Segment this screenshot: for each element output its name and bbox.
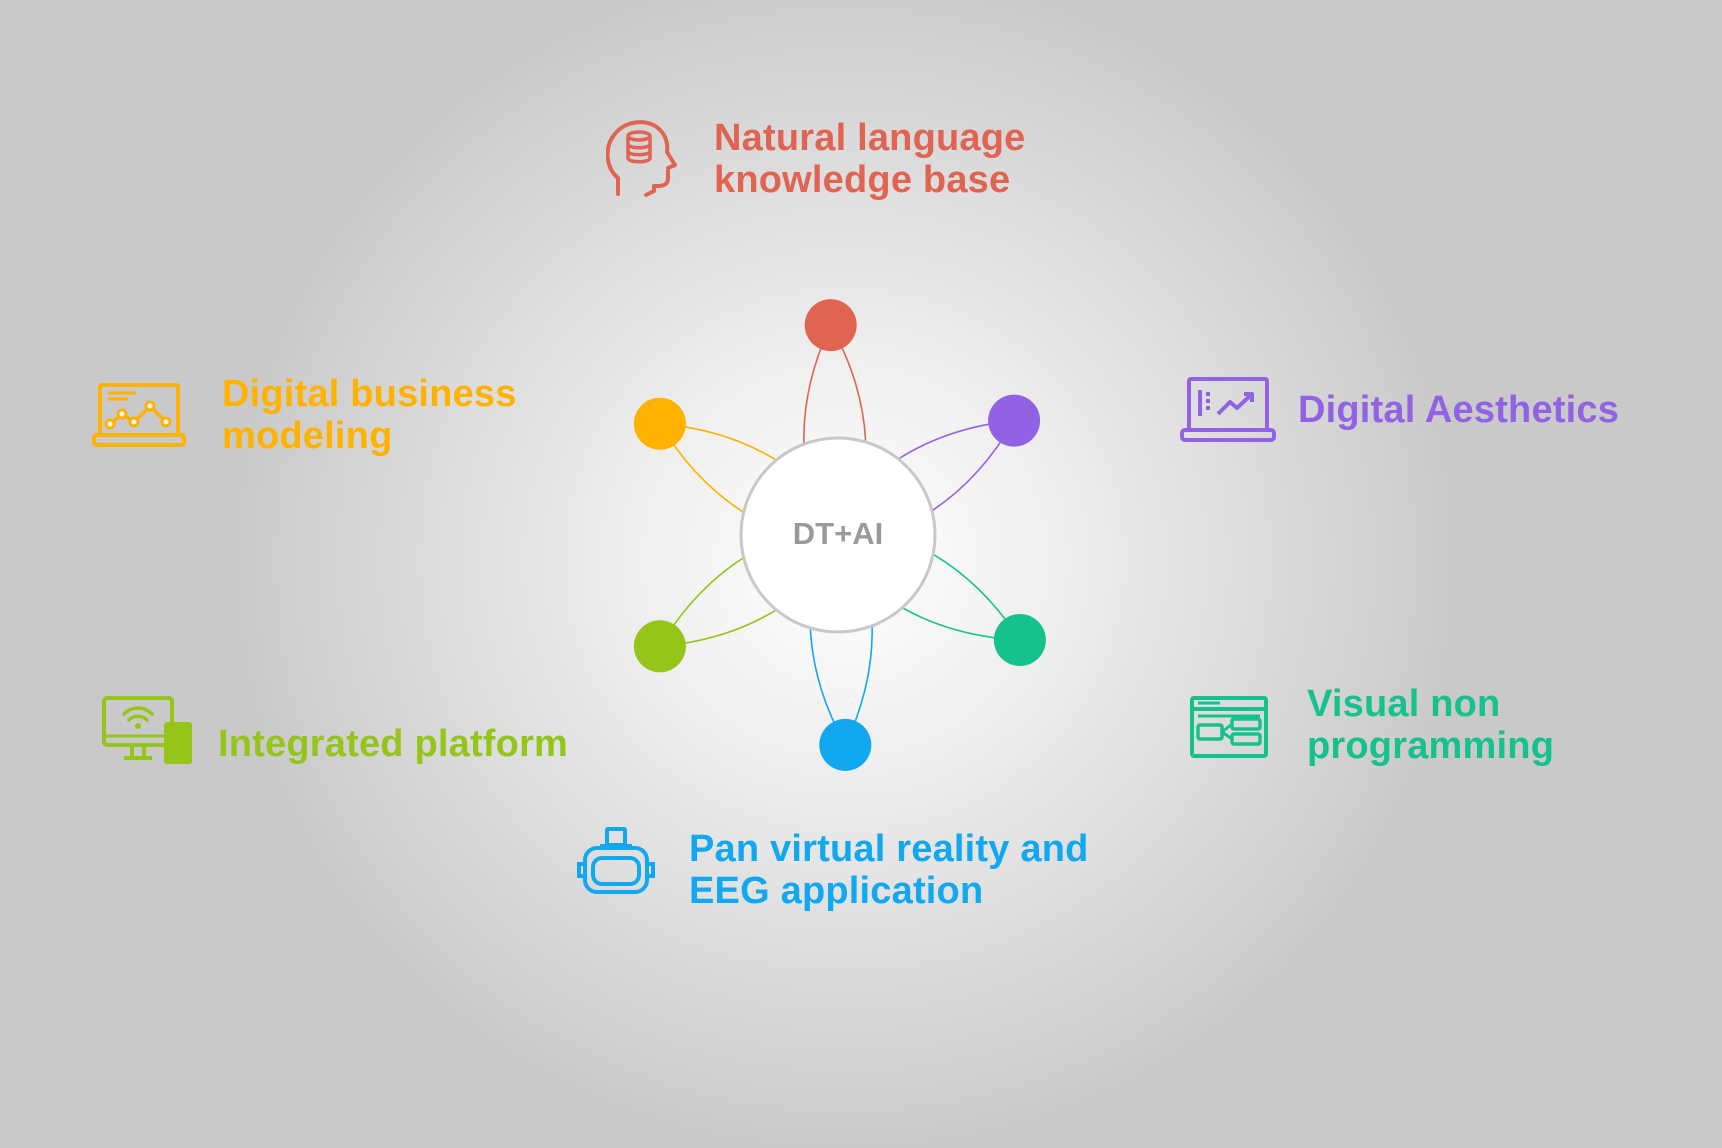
center-label: DT+AI	[792, 516, 884, 551]
vr-headset-icon	[577, 827, 655, 894]
label-line: modeling	[222, 415, 393, 457]
label-line: EEG application	[689, 870, 984, 912]
head-database-icon	[606, 120, 677, 197]
label-line: Natural language	[714, 117, 1026, 159]
monitor-wifi-phone-icon	[102, 696, 192, 764]
node-dot-vr	[819, 718, 872, 771]
node-dot-business	[633, 397, 686, 450]
node-dots	[633, 299, 1046, 771]
label-visual-non-programming: Visual non programming	[1307, 683, 1554, 767]
window-flowchart-icon	[1190, 696, 1268, 758]
label-line: Visual non	[1307, 683, 1501, 725]
label-integrated-platform: Integrated platform	[218, 723, 568, 765]
label-line: Digital Aesthetics	[1298, 389, 1620, 431]
node-dot-visual	[993, 614, 1046, 666]
label-natural-language-knowledge-base: Natural language knowledge base	[714, 117, 1026, 201]
node-dot-nlkb	[804, 299, 857, 352]
laptop-graph-icon	[92, 383, 186, 447]
label-digital-aesthetics: Digital Aesthetics	[1298, 389, 1619, 431]
label-line: programming	[1307, 725, 1555, 767]
laptop-chart-icon	[1180, 377, 1276, 442]
label-line: Pan virtual reality and	[689, 828, 1089, 870]
center-hub-circle	[739, 436, 937, 634]
label-pan-virtual-reality: Pan virtual reality and EEG application	[689, 828, 1089, 912]
label-line: Integrated platform	[218, 723, 569, 765]
node-dot-aesthetics	[988, 394, 1041, 447]
label-digital-business-modeling: Digital business modeling	[222, 373, 517, 457]
label-line: Digital business	[222, 373, 517, 415]
node-dot-platform	[633, 620, 686, 673]
label-line: knowledge base	[714, 159, 1011, 201]
